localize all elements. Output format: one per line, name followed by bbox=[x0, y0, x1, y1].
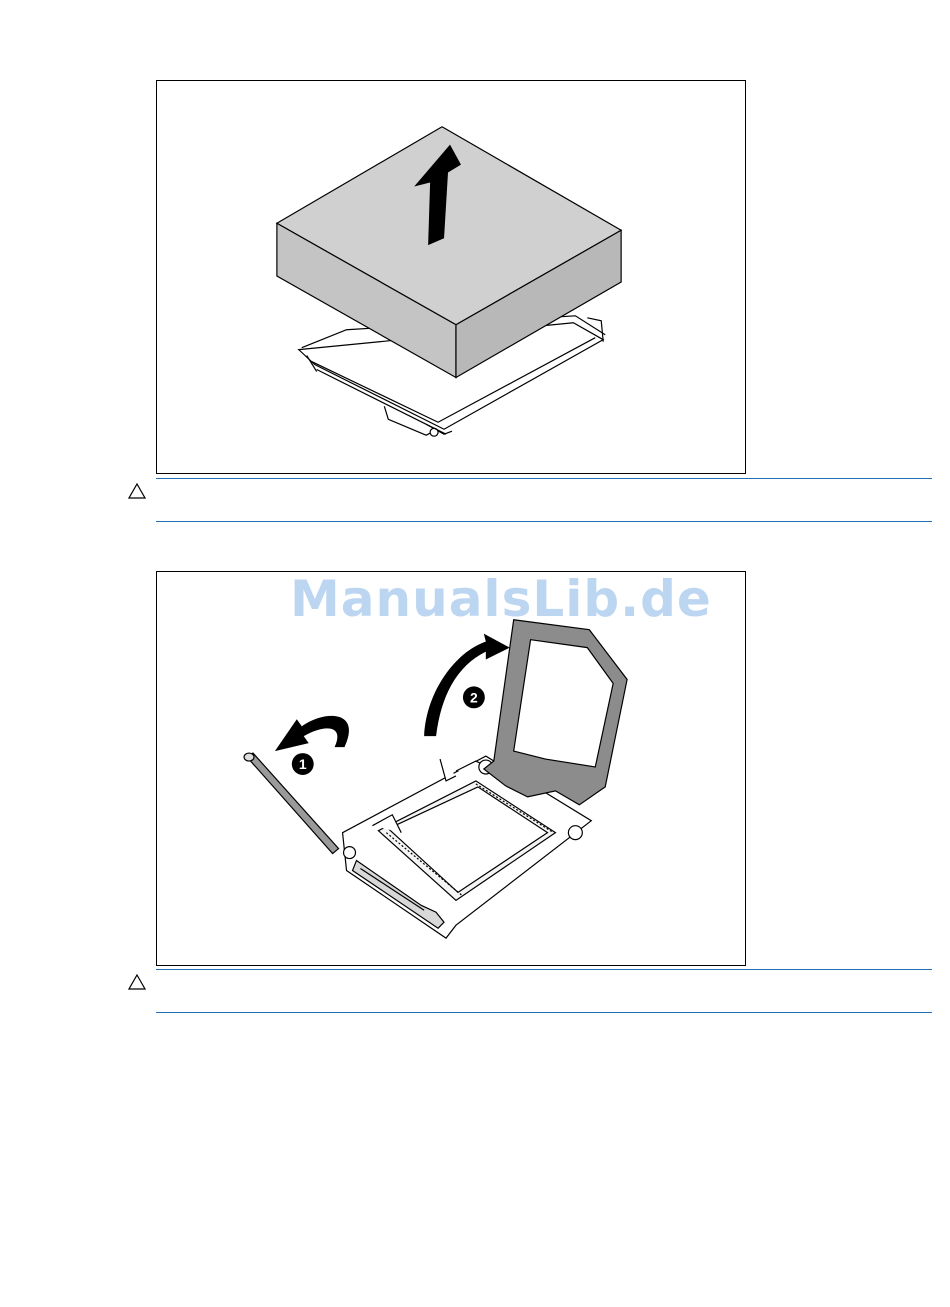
caution-note-1 bbox=[128, 478, 932, 522]
processor-socket-figure: 1 2 bbox=[156, 571, 746, 966]
caution-rule-bottom bbox=[156, 521, 932, 522]
caution-triangle-icon bbox=[128, 483, 146, 499]
socket-illustration: 1 2 bbox=[157, 572, 745, 965]
watermark: ManualsLib.de bbox=[290, 570, 712, 628]
rotate-arrow-1-icon bbox=[275, 716, 349, 751]
caution-triangle-icon bbox=[128, 974, 146, 990]
caution-rule-top bbox=[156, 969, 932, 970]
heatsink-illustration bbox=[157, 81, 745, 473]
caution-rule-bottom bbox=[156, 1012, 932, 1013]
heatsink-removal-figure bbox=[156, 80, 746, 474]
callout-2-label: 2 bbox=[470, 689, 478, 705]
caution-rule-top bbox=[156, 478, 932, 479]
callout-1-label: 1 bbox=[299, 756, 307, 772]
callout-markers: 1 2 bbox=[292, 686, 485, 775]
rotate-arrow-2-icon bbox=[424, 634, 510, 736]
caution-note-2 bbox=[128, 969, 932, 1013]
